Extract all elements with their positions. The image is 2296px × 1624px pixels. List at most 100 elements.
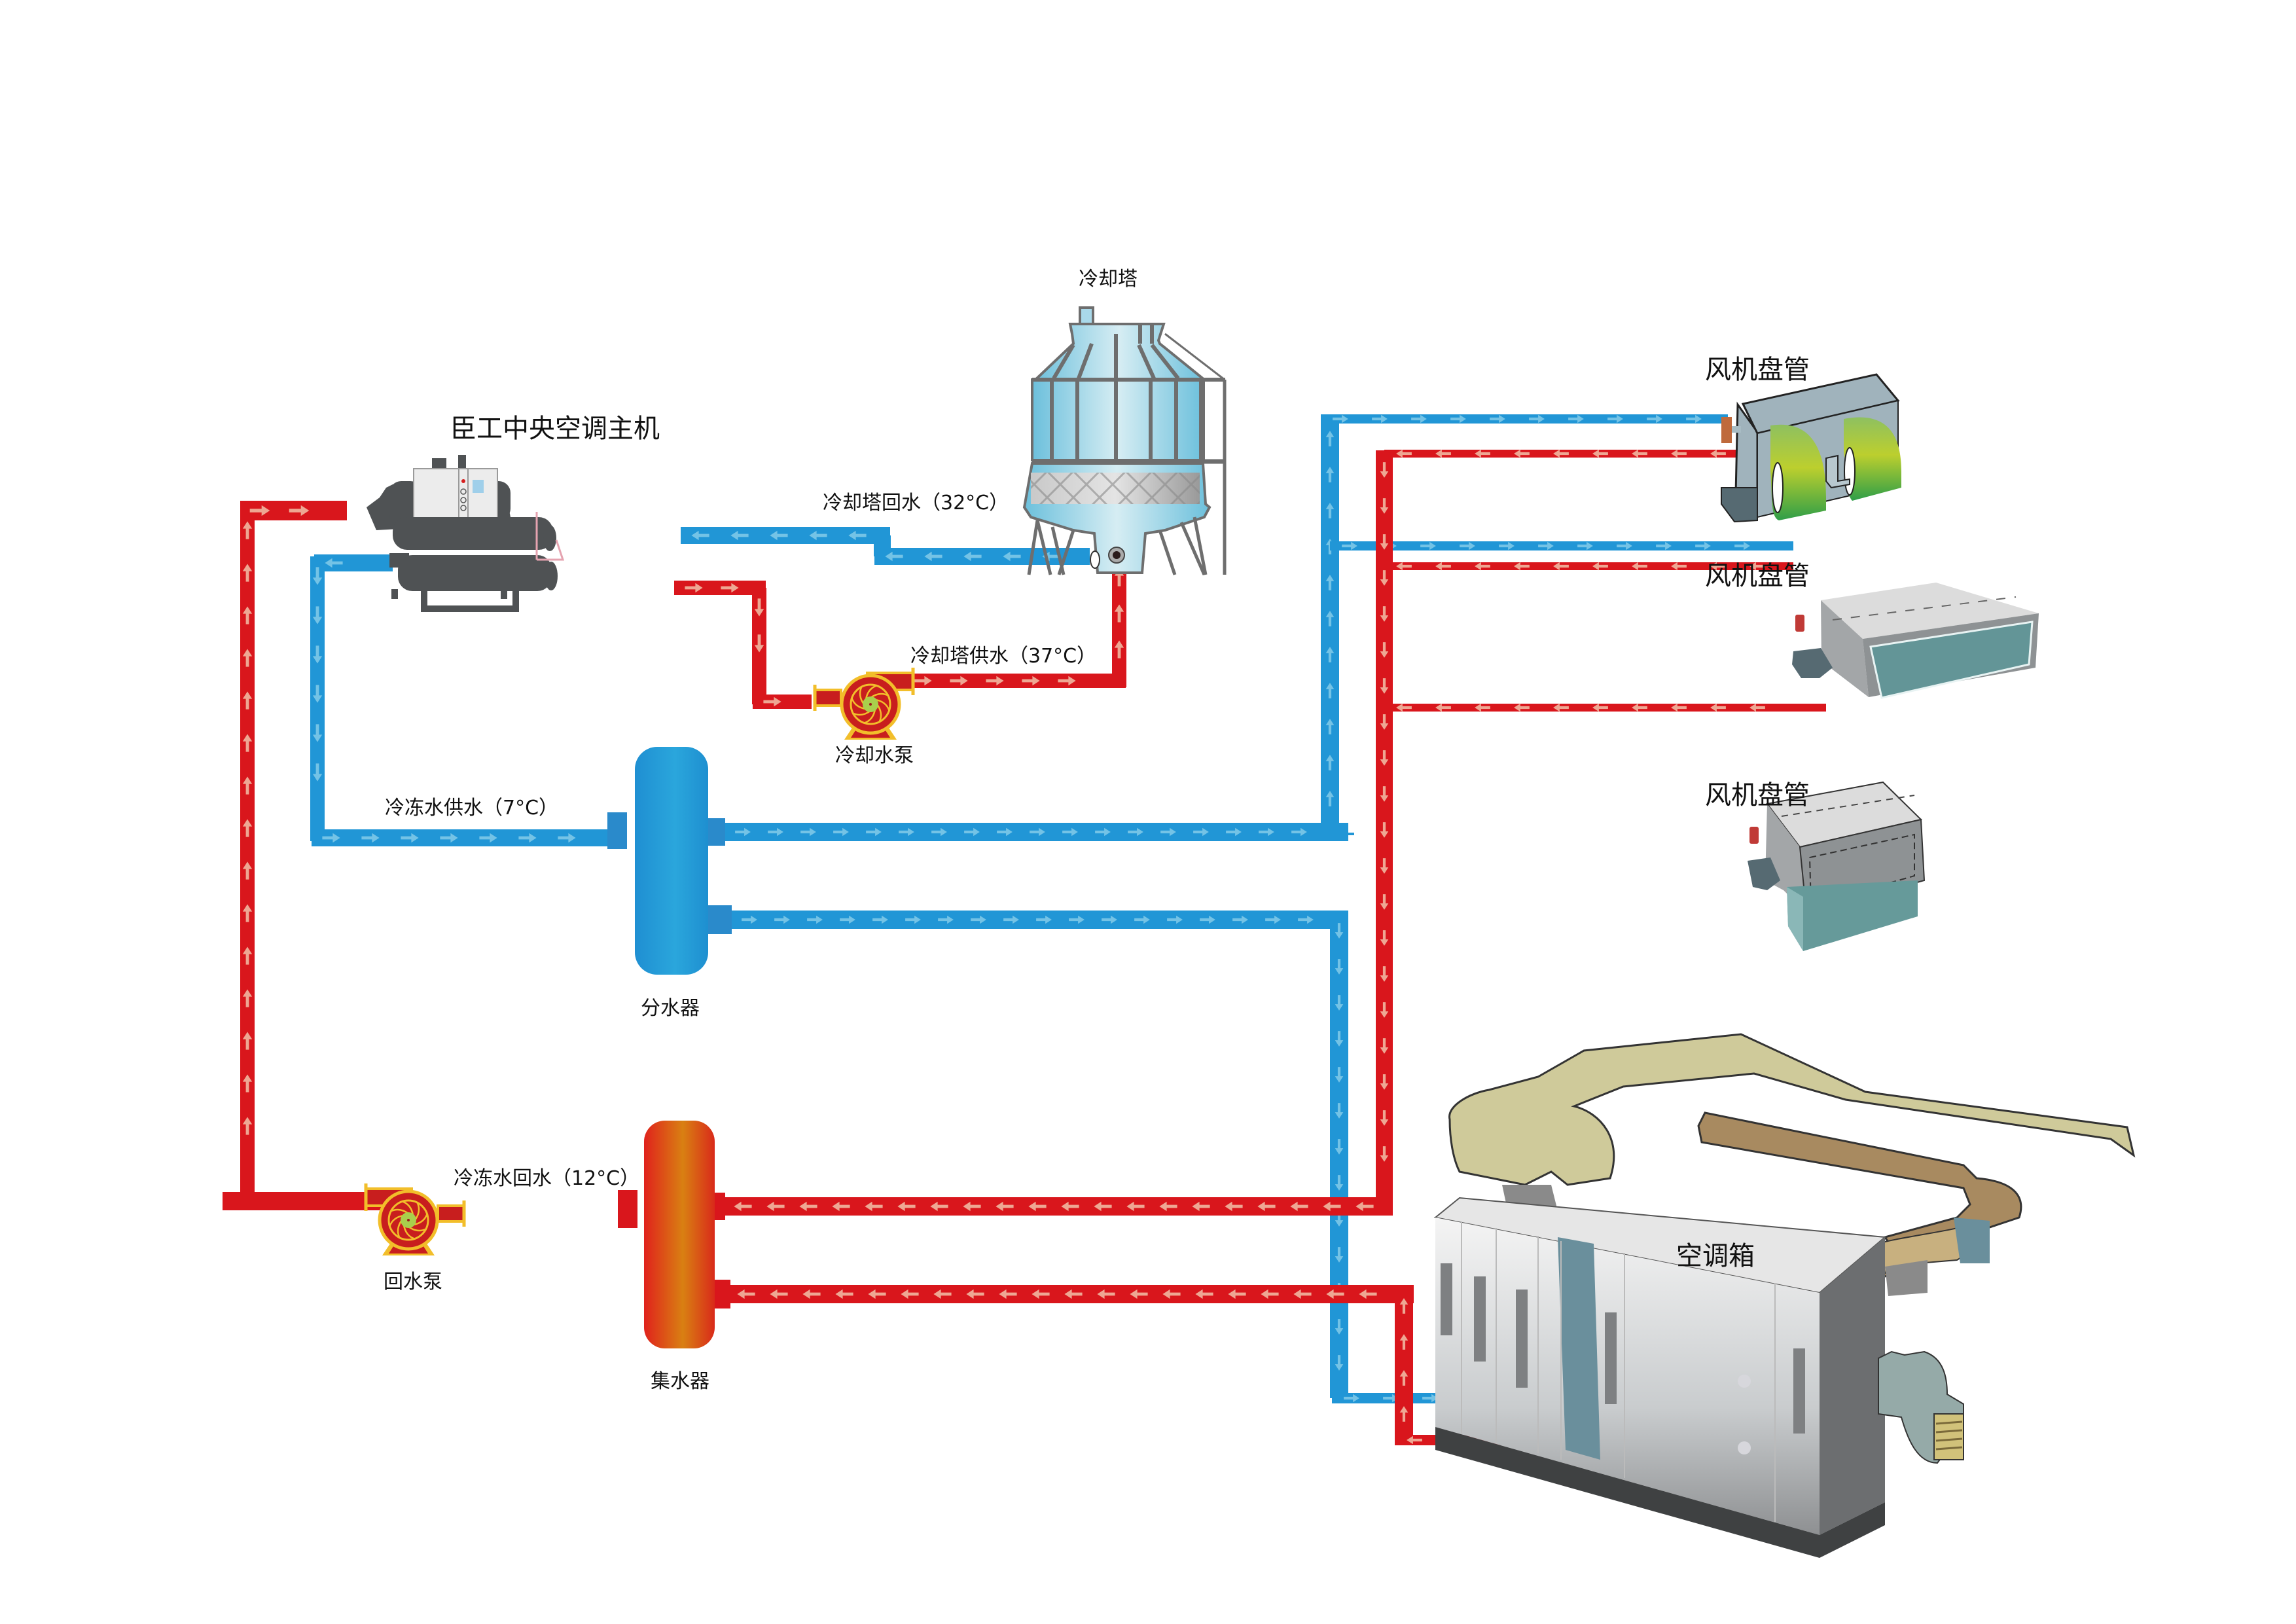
flow-arrow [1422,1394,1438,1403]
cooling-pump-label: 冷却水泵 [835,744,914,767]
flow-arrow [1031,1289,1050,1299]
flow-arrow [1325,503,1335,518]
flow-arrow [963,1201,981,1212]
flow-arrow [1359,1289,1377,1299]
flow-arrow [1592,449,1608,458]
flow-arrow [242,734,253,752]
flow-arrow [1538,541,1554,550]
flow-arrow [1261,1289,1279,1299]
air-handling-unit[interactable] [1433,1033,2136,1558]
flow-arrow [833,827,849,837]
flow-arrow [1325,467,1335,482]
flow-arrow [1656,541,1672,550]
flow-arrow [312,685,323,703]
chilled-return-label: 冷冻水回水（12°C） [454,1167,639,1190]
flow-arrow [997,827,1013,837]
flow-arrow [1592,562,1608,571]
flow-arrow [1064,1289,1083,1299]
flow-arrow [971,915,986,924]
flow-arrow [1380,606,1389,622]
flow-arrow [1325,431,1335,446]
flow-arrow [832,1201,850,1212]
flow-arrow [1514,562,1530,571]
collector-label: 集水器 [651,1370,709,1393]
flow-arrow [1577,541,1593,550]
flow-arrow [1380,930,1389,946]
flow-arrow [809,530,827,541]
chiller-label: 臣工中央空调主机 [450,414,660,444]
flow-arrow [312,763,323,782]
flow-arrow [1435,449,1451,458]
flow-arrow [754,598,764,617]
flow-arrow [1325,791,1335,806]
flow-arrow [1607,414,1623,424]
flow-arrow [1671,703,1687,712]
flow-arrow [1335,1247,1344,1263]
flow-arrow [1407,1435,1422,1445]
flow-arrow [1380,858,1389,874]
flow-arrow [802,1289,821,1299]
flow-arrow [1326,1289,1344,1299]
water-distributor[interactable] [607,747,732,975]
flow-arrow [1028,1201,1047,1212]
flow-arrow [1380,714,1389,730]
flow-arrow [905,915,921,924]
flow-arrow [766,1201,785,1212]
flow-arrow [242,861,253,880]
flow-arrow [1671,562,1687,571]
flow-arrow [242,947,253,965]
flow-arrow [242,904,253,922]
flow-arrow [242,606,253,624]
flow-arrow [242,1074,253,1092]
flow-arrow [950,676,968,686]
flow-arrow [1192,1201,1210,1212]
flow-arrow [1200,915,1215,924]
flow-arrow [1130,1289,1148,1299]
flow-arrow [1710,703,1726,712]
flow-arrow [1225,1201,1243,1212]
flow-arrow [899,827,914,837]
flow-arrow [1335,923,1344,939]
fan-coil-2-label: 风机盘管 [1705,561,1810,591]
flow-arrow [1514,703,1530,712]
flow-arrow [1003,551,1021,562]
fan-coil-unit-1[interactable] [1721,373,1901,523]
chiller-unit[interactable] [367,455,565,612]
flow-arrow [1335,1211,1344,1227]
flow-arrow [1159,1201,1177,1212]
flow-arrow [1686,414,1702,424]
flow-arrow [1325,755,1335,770]
return-water-pump[interactable] [364,1183,466,1255]
flow-arrow [242,1032,253,1050]
flow-arrow [312,724,323,742]
flow-arrow [735,827,751,837]
flow-arrow [1095,827,1111,837]
flow-arrow [1396,703,1412,712]
flow-arrow [1380,966,1389,982]
flow-arrow [868,1289,886,1299]
cooling-water-pump[interactable] [813,668,915,740]
flow-arrow [1325,683,1335,698]
water-collector[interactable] [618,1121,730,1348]
flow-arrow [1380,1146,1389,1162]
flow-arrow [1335,1031,1344,1047]
flow-arrow [1259,827,1274,837]
ahu-label: 空调箱 [1676,1241,1755,1271]
flow-arrow [1632,449,1647,458]
tower-supply-label: 冷却塔供水（37°C） [910,645,1096,668]
flow-arrow [1647,414,1662,424]
flow-arrow [885,551,903,562]
fan-coil-unit-2[interactable] [1792,583,2039,699]
flow-arrow [1344,1394,1359,1403]
flow-arrow [763,696,781,707]
flow-arrow [1062,827,1078,837]
flow-arrow [1036,915,1052,924]
flow-arrow [1553,449,1569,458]
cooling-tower[interactable] [1022,306,1227,576]
flow-arrow [730,530,749,541]
cooling-tower-label: 冷却塔 [1079,268,1138,291]
flow-arrow [1335,1139,1344,1155]
fan-coil-unit-3[interactable] [1748,781,1926,951]
flow-arrow [242,1117,253,1135]
flow-arrow [249,505,270,516]
